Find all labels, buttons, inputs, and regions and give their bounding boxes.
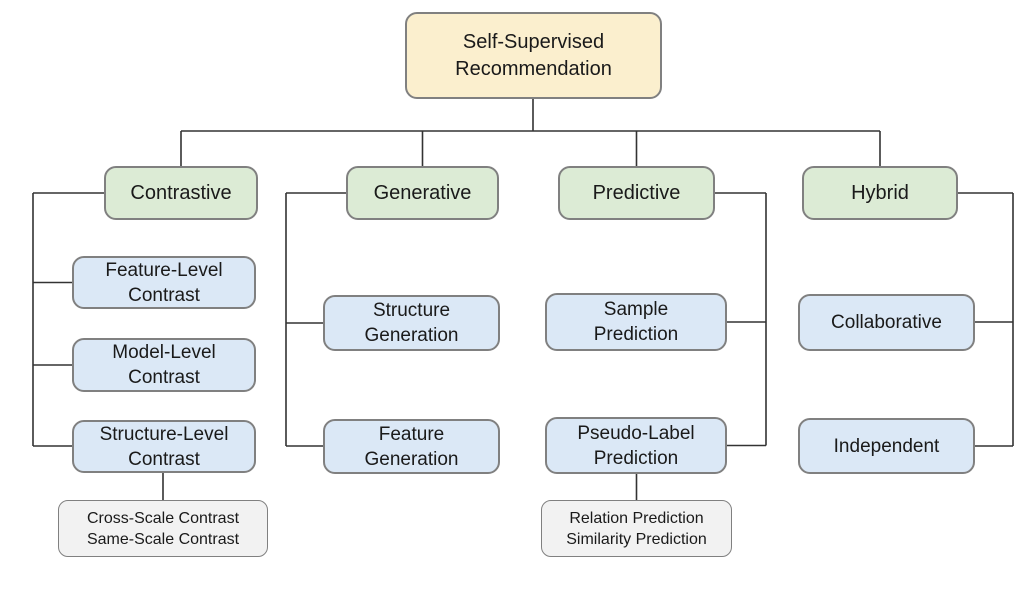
child-label-line1: Feature-Level bbox=[105, 259, 223, 281]
child-label-line1: Model-Level bbox=[112, 342, 216, 363]
category-box-predictive: Predictive bbox=[558, 166, 715, 220]
child-box-feature-generation: Feature Generation bbox=[323, 419, 500, 474]
category-box-hybrid: Hybrid bbox=[802, 166, 958, 220]
child-box-sample-prediction: Sample Prediction bbox=[545, 293, 727, 351]
root-to-branches-connector bbox=[180, 99, 881, 166]
category-label: Generative bbox=[373, 181, 472, 204]
category-box-generative: Generative bbox=[346, 166, 499, 220]
child-label-line1: Structure bbox=[372, 300, 451, 321]
child-box-structure-generation: Structure Generation bbox=[323, 295, 500, 351]
root-box: Self-Supervised Recommendation bbox=[405, 12, 662, 99]
category-label: Contrastive bbox=[130, 181, 232, 204]
child-label-line1: Sample bbox=[603, 299, 669, 320]
note-connectors bbox=[162, 473, 638, 500]
child-box-model-level-contrast: Model-Level Contrast bbox=[72, 338, 256, 392]
root-box-label-line1: Self-Supervised bbox=[462, 30, 605, 53]
note-line1: Relation Prediction bbox=[569, 509, 704, 527]
category-label: Predictive bbox=[592, 181, 681, 204]
child-label-line1: Collaborative bbox=[831, 312, 942, 333]
child-label-line1: Structure-Level bbox=[99, 423, 229, 445]
child-label-line1: Pseudo-Label bbox=[577, 422, 695, 444]
note-line1: Cross-Scale Contrast bbox=[86, 509, 240, 527]
child-label-line2: Generation bbox=[364, 325, 459, 346]
child-label-line2: Contrast bbox=[128, 448, 200, 470]
child-label-line2: Prediction bbox=[593, 447, 679, 469]
child-box-pseudo-label-prediction: Pseudo-Label Prediction bbox=[545, 417, 727, 474]
child-box-independent: Independent bbox=[798, 418, 975, 474]
child-label-line1: Feature bbox=[378, 423, 445, 445]
child-box-feature-level-contrast: Feature-Level Contrast bbox=[72, 256, 256, 309]
child-label-line2: Prediction bbox=[593, 324, 679, 345]
child-label-line2: Contrast bbox=[128, 367, 200, 388]
child-box-collaborative: Collaborative bbox=[798, 294, 975, 351]
note-line2: Same-Scale Contrast bbox=[86, 530, 240, 548]
root-box-label-line2: Recommendation bbox=[455, 57, 612, 80]
note-line2: Similarity Prediction bbox=[566, 530, 707, 548]
category-label: Hybrid bbox=[851, 181, 909, 204]
child-box-structure-level-contrast: Structure-Level Contrast bbox=[72, 420, 256, 473]
category-box-contrastive: Contrastive bbox=[104, 166, 258, 220]
note-box-contrast-scales: Cross-Scale Contrast Same-Scale Contrast bbox=[58, 500, 268, 557]
contrastive-spine bbox=[32, 192, 104, 447]
child-label-line1: Independent bbox=[833, 435, 940, 457]
note-box-prediction-types: Relation Prediction Similarity Predictio… bbox=[541, 500, 732, 557]
child-label-line2: Generation bbox=[364, 448, 459, 470]
child-label-line2: Contrast bbox=[128, 284, 200, 306]
